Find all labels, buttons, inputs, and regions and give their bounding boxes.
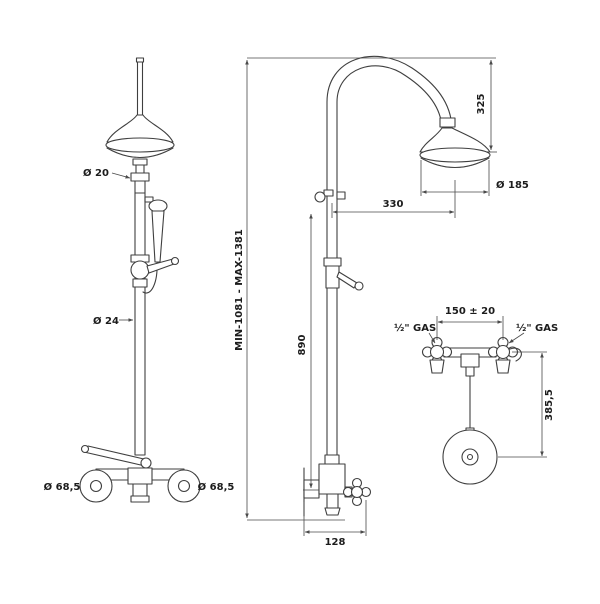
dim-label-890: 890 (297, 335, 308, 356)
side-gooseneck-and-head (326, 55, 491, 168)
dim-label-dia-20: Ø 20 (83, 167, 109, 179)
front-diverter (130, 254, 180, 288)
front-view: Ø 20 Ø 24 Ø 68,5 Ø 68,5 (44, 57, 235, 503)
side-dimensions: MIN-1081 - MAX-1381 325 Ø 185 330 890 1 (234, 57, 529, 548)
dim-label-min-max: MIN-1081 - MAX-1381 (234, 229, 245, 351)
dim-label-150: 150 ± 20 (445, 306, 495, 317)
side-diverter-slider (323, 257, 364, 291)
dim-label-325: 325 (476, 94, 487, 115)
rear-view: 150 ± 20 ½" GAS ½" GAS 385,5 (394, 306, 558, 485)
front-hand-shower (142, 196, 168, 294)
front-dimensions: Ø 20 Ø 24 Ø 68,5 Ø 68,5 (44, 167, 235, 493)
label-gas-left: ½" GAS (394, 323, 436, 334)
dim-label-dia-685-left: Ø 68,5 (44, 481, 81, 493)
label-gas-right: ½" GAS (516, 323, 558, 334)
side-valve-body (303, 454, 372, 517)
front-column-pipe (134, 192, 146, 456)
dim-label-dia-185: Ø 185 (496, 179, 529, 191)
side-view: MIN-1081 - MAX-1381 325 Ø 185 330 890 1 (234, 55, 529, 548)
dim-label-3855: 385,5 (544, 389, 555, 421)
dim-label-128: 128 (325, 537, 346, 548)
rear-wall-unions (421, 336, 522, 377)
front-wall-mount (79, 444, 201, 503)
dim-label-330: 330 (383, 199, 404, 210)
dim-label-dia-24: Ø 24 (93, 315, 119, 327)
front-shower-head (105, 57, 175, 194)
rear-dimensions: 150 ± 20 ½" GAS ½" GAS 385,5 (394, 306, 558, 458)
rear-hose-and-ring (442, 375, 498, 485)
dim-label-dia-685-right: Ø 68,5 (198, 481, 235, 493)
